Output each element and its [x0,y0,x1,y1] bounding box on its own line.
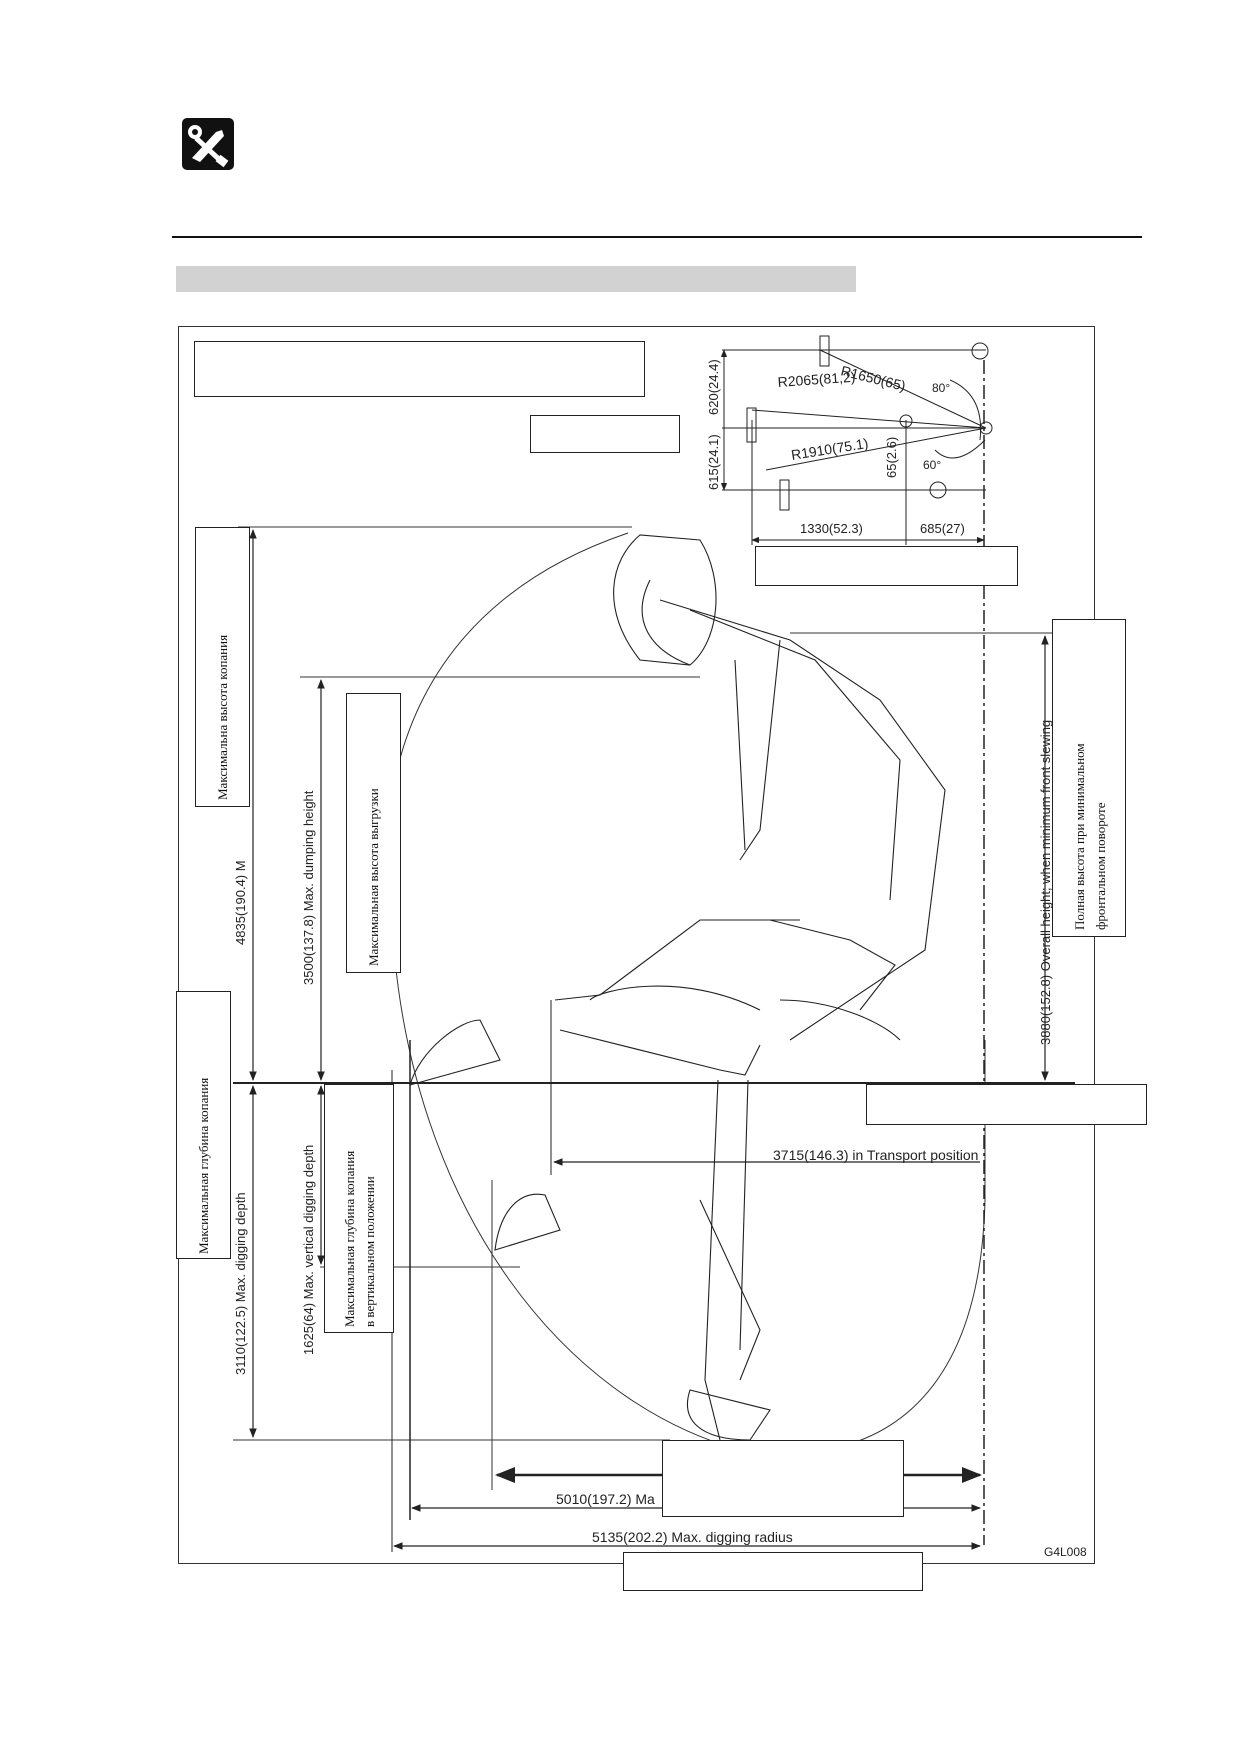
ru-text-max-vertical-depth-1: Максимальная глубина копания [342,1150,357,1327]
blank-label-box [755,546,1018,586]
dim-angle-60: 60° [923,458,941,472]
ru-text-overall-height-2: фронтальном повороте [1093,802,1108,931]
dim-65: 65(2.6) [884,437,899,478]
dim-angle-80: 80° [932,381,950,395]
blank-label-box [530,415,680,453]
dim-r2065: R2065(81,2) [777,369,856,390]
blank-label-box [866,1084,1147,1125]
dim-1330: 1330(52.3) [800,521,863,536]
ru-label-overall-height: Полная высота при минимальном фронтально… [1052,619,1126,937]
dim-max-dumping-height: 3500(137.8) Max. dumping height [301,790,316,985]
ru-text-max-digging-depth: Максимальная глубина копания [196,1077,211,1254]
dim-transport-position: 3715(146.3) in Transport position [773,1147,978,1163]
dim-620: 620(24.4) [706,359,721,415]
ru-label-max-vertical-depth: Максимальная глубина копания в вертикаль… [324,1084,394,1333]
wrench-screwdriver-icon [182,118,234,170]
dim-685: 685(27) [920,521,965,536]
ru-label-max-digging-depth: Максимальная глубина копания [176,991,231,1259]
blank-label-box [623,1552,923,1591]
dim-max-digging-height: 4835(190.4) M [233,860,248,945]
ru-text-max-dumping-height: Максимальная высота выгрузки [366,788,381,966]
ru-label-max-digging-height: Максимальна высота копания [195,527,250,807]
top-view-swing-diagram [720,335,993,545]
dim-overall-height: 3880(152.8) Overall height; when minimum… [1038,720,1053,1045]
ru-text-max-digging-height: Максимальна высота копания [215,634,230,800]
ru-label-max-dumping-height: Максимальная высота выгрузки [346,693,401,973]
dim-max-vertical-depth: 1625(64) Max. vertical digging depth [301,1145,316,1355]
working-range-arc [385,532,986,1454]
ru-text-overall-height-1: Полная высота при минимальном [1072,743,1087,930]
figure-code: G4L008 [1044,1545,1087,1559]
section-title-bar [176,266,856,292]
dim-max-digging-depth: 3110(122.5) Max. digging depth [233,1192,248,1375]
dim-615: 615(24.1) [706,434,721,490]
excavator-linkage [409,534,946,1441]
header-rule [172,236,1142,238]
blank-label-box [662,1440,904,1517]
ru-text-max-vertical-depth-2: в вертикальном положении [362,1176,377,1327]
blank-label-box [194,341,645,397]
dim-max-digging-radius: 5135(202.2) Max. digging radius [592,1529,793,1545]
dim-max-reach-ground: 5010(197.2) Ma [556,1491,655,1507]
dim-r1910: R1910(75.1) [790,435,869,463]
